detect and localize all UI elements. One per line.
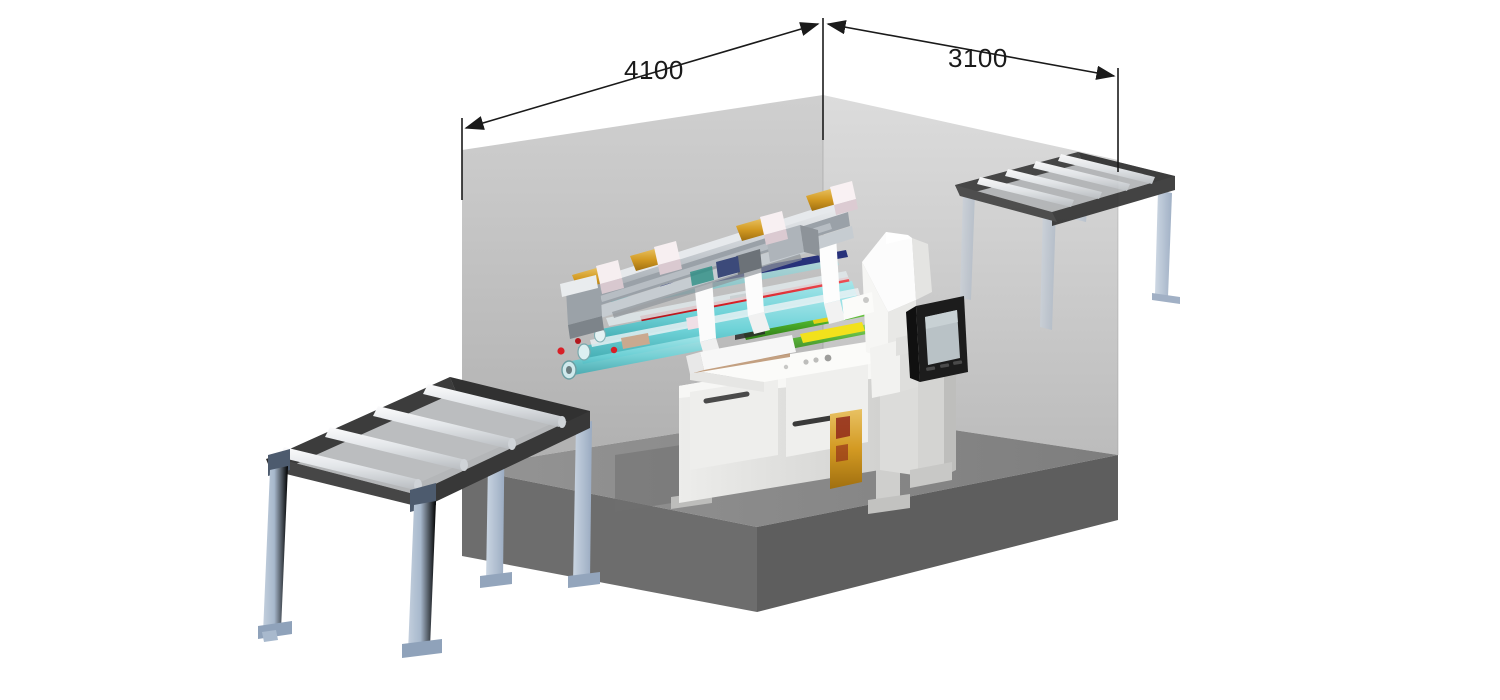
hmi-assembly xyxy=(896,296,968,488)
left-table-leg-front-1 xyxy=(263,466,288,633)
left-table-roller-4 xyxy=(279,447,420,490)
cabinet-door-left[interactable] xyxy=(690,378,778,470)
left-table-roller-2 xyxy=(373,406,514,449)
left-table-rollers xyxy=(279,384,566,491)
dimension-annotations xyxy=(461,18,1119,200)
gripper-carriage-2 xyxy=(630,241,682,275)
left-table-leg-front-2 xyxy=(408,501,436,652)
left-table-roller-1 xyxy=(423,384,564,427)
gripper-carriage-3 xyxy=(736,211,788,245)
right-table-rollers xyxy=(977,154,1155,207)
dimension-label-width: 3100 xyxy=(948,43,1008,73)
left-table-frame-back xyxy=(272,377,456,472)
door-handle-left[interactable] xyxy=(703,391,750,404)
left-table-roller-3 xyxy=(325,427,466,470)
left-table-frame-front xyxy=(414,411,590,512)
hmi-button-2[interactable] xyxy=(940,363,950,368)
hmi-button-1[interactable] xyxy=(926,366,936,371)
dim-line-3100 xyxy=(826,20,1116,80)
rail-cyan-3 xyxy=(566,336,703,376)
gripper-carriage-4 xyxy=(806,181,858,215)
hmi-button-3[interactable] xyxy=(953,360,963,365)
yellow-roller xyxy=(800,322,865,343)
gripper-carriage-1 xyxy=(560,260,624,297)
right-conveyor-table xyxy=(955,152,1180,330)
left-table-leg-back-2 xyxy=(573,421,592,583)
dimension-label-depth: 4100 xyxy=(624,55,684,85)
dim-line-4100 xyxy=(464,22,820,130)
gripper-carriages xyxy=(560,181,858,297)
left-conveyor-table xyxy=(258,377,600,658)
